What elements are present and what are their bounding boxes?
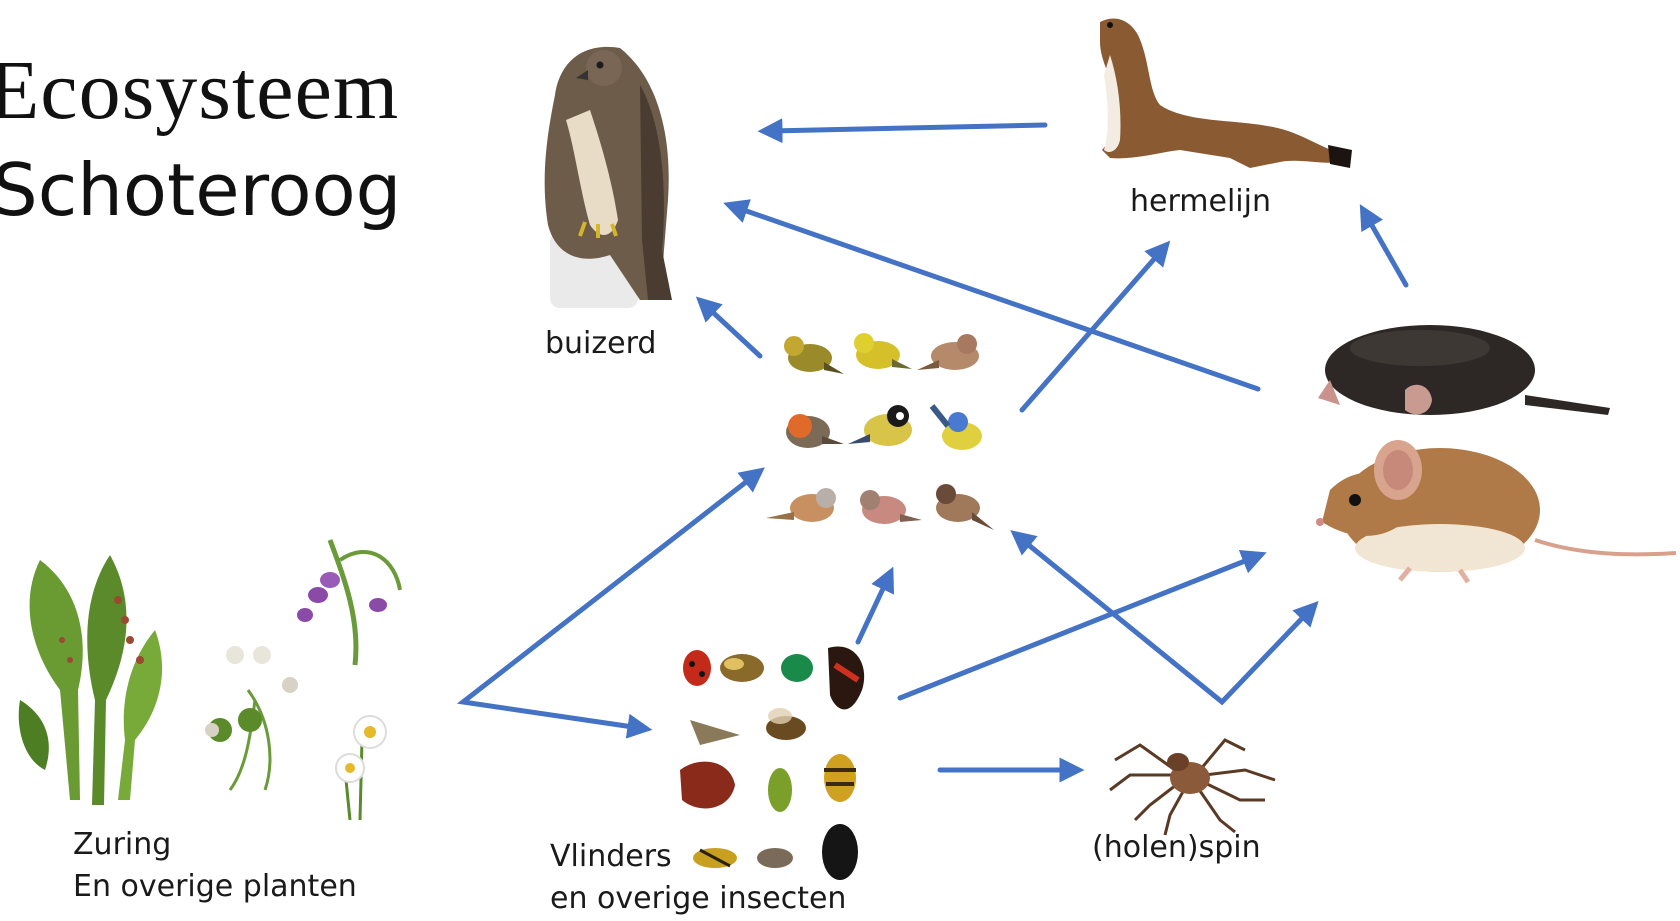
plants-icon <box>19 540 400 820</box>
arrow-planten-vogels-insecten <box>463 475 755 728</box>
birds-icon <box>766 333 994 530</box>
label-overige-planten: En overige planten <box>73 865 357 909</box>
spider-icon <box>1110 740 1275 835</box>
arrow-spin-vogels-muis <box>1020 538 1310 702</box>
arrow-insecten-vogels <box>858 578 888 642</box>
label-overige-insecten: en overige insecten <box>550 877 846 921</box>
stoat-icon <box>1100 18 1352 168</box>
buzzard-icon <box>545 47 672 308</box>
arrow-vogels-buizerd <box>705 305 760 356</box>
mole-icon <box>1318 325 1610 415</box>
insects-icon <box>680 646 864 880</box>
arrow-insecten-muis <box>900 557 1255 698</box>
label-zuring: Zuring <box>73 823 171 867</box>
label-hermelijn: hermelijn <box>1130 180 1271 224</box>
arrow-vogels-hermelijn <box>1022 250 1162 410</box>
arrow-mol-hermelijn <box>1366 215 1406 285</box>
label-holenspin: (holen)spin <box>1092 826 1261 870</box>
mouse-icon <box>1316 440 1676 582</box>
label-buizerd: buizerd <box>545 322 656 366</box>
arrow-hermelijn-buizerd <box>770 125 1045 131</box>
label-vlinders: Vlinders <box>550 835 672 879</box>
